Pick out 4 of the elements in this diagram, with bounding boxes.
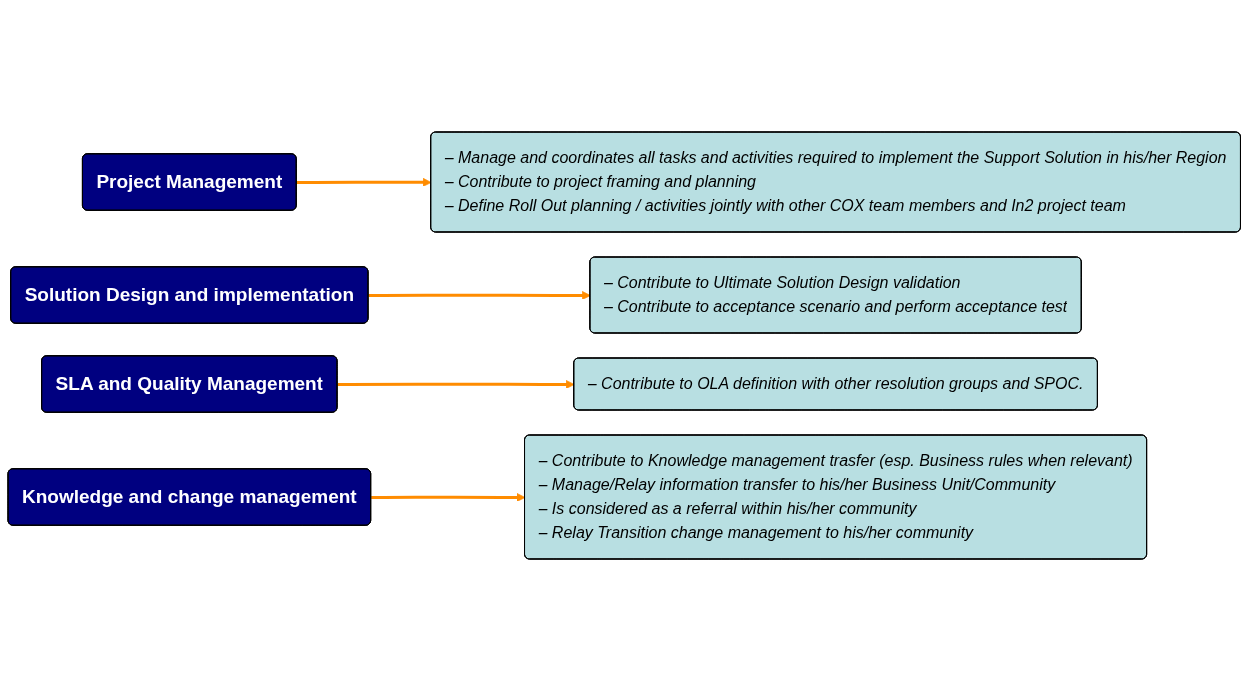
arrow (368, 291, 592, 300)
arrow (371, 493, 526, 502)
arrow (297, 177, 432, 187)
arrow (337, 380, 575, 389)
